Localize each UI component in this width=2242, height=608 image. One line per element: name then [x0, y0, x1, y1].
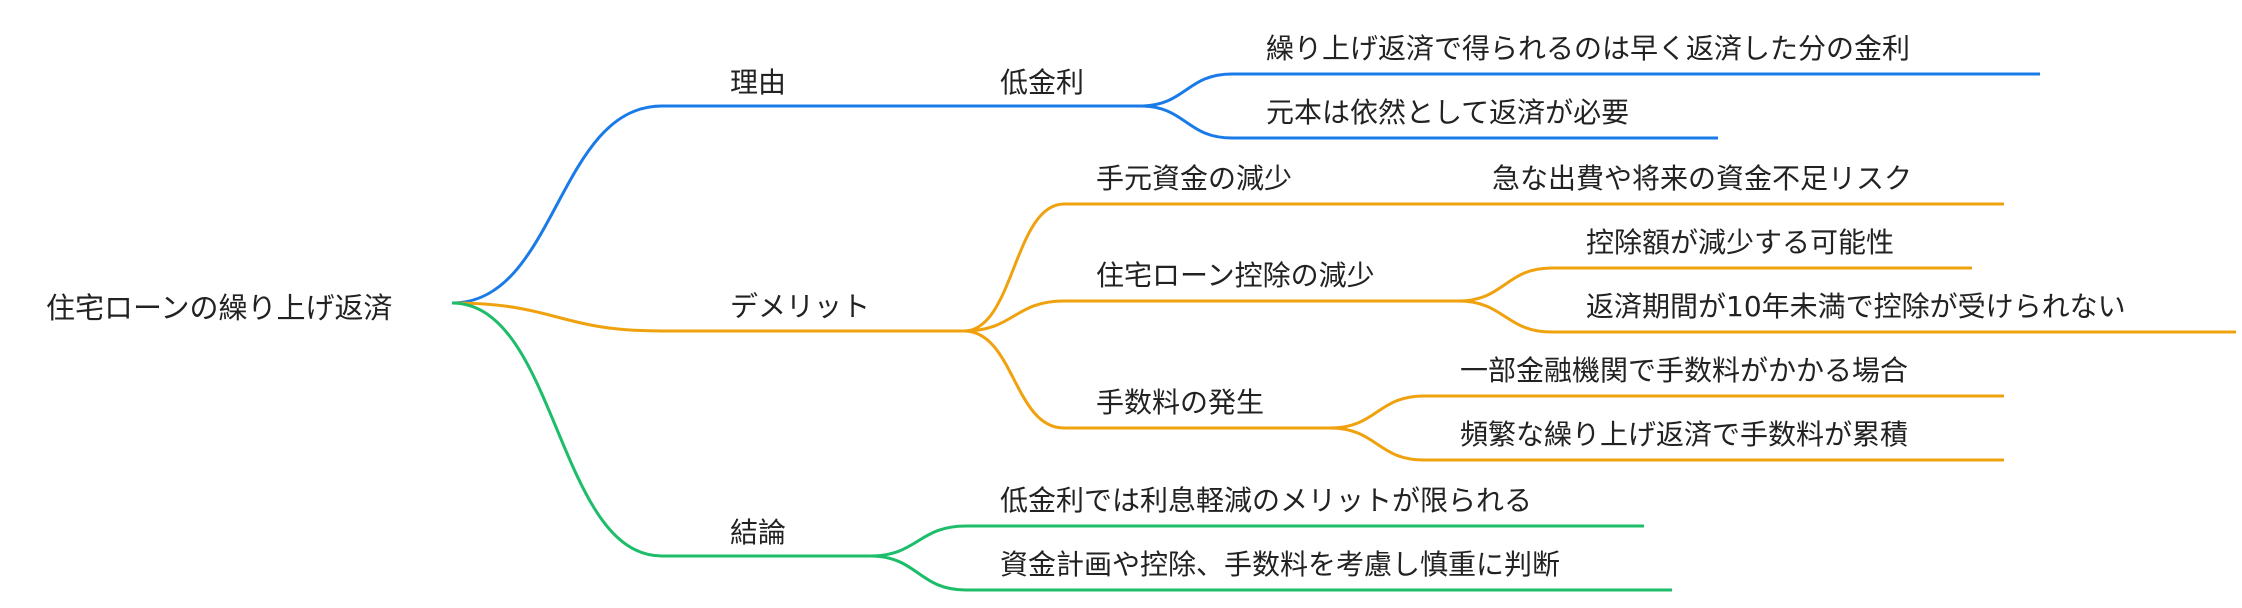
reason-low-interest-label: 低金利 [1000, 66, 1084, 99]
edge-demerit-fee [963, 329, 1065, 430]
edge-demerit-cash [963, 202, 1065, 333]
demerit-fee-label: 手数料の発生 [1096, 386, 1264, 419]
mindmap-labels: 住宅ローンの繰り上げ返済 理由 低金利 繰り上げ返済で得られるのは早く返済した分… [46, 32, 2126, 581]
demerit-deduction-reduction-label: 住宅ローン控除の減少 [1096, 259, 1375, 292]
branch-conclusion-label: 結論 [730, 516, 786, 549]
conclusion-careful-judgement-label: 資金計画や控除、手数料を考慮し慎重に判断 [1000, 548, 1560, 581]
branch-reason-label: 理由 [730, 66, 786, 99]
demerit-deduction-period-label: 返済期間が10年未満で控除が受けられない [1586, 290, 2126, 323]
branch-demerit-label: デメリット [730, 290, 870, 323]
edge-deduction-amount [1457, 266, 1553, 303]
edge-root-reason [451, 104, 663, 305]
edge-conclusion-2 [869, 554, 967, 592]
reason-detail-principal-label: 元本は依然として返済が必要 [1266, 96, 1629, 129]
edge-root-conclusion [451, 301, 663, 558]
mindmap-underlines [662, 72, 2236, 592]
edge-deduction-period [1457, 299, 1553, 334]
edge-reason-detail-2 [1139, 104, 1233, 140]
root-topic-label: 住宅ローンの繰り上げ返済 [46, 291, 393, 325]
mindmap-edges [451, 72, 1553, 592]
demerit-fee-accumulate-label: 頻繁な繰り上げ返済で手数料が累積 [1460, 418, 1908, 451]
demerit-fee-some-banks-label: 一部金融機関で手数料がかかる場合 [1460, 354, 1908, 387]
edge-demerit-deduction [963, 299, 1065, 333]
demerit-cash-risk-label: 急な出費や将来の資金不足リスク [1492, 162, 1912, 195]
edge-root-demerit [451, 301, 663, 333]
edge-fee-accumulate [1329, 426, 1425, 462]
conclusion-limited-merit-label: 低金利では利息軽減のメリットが限られる [1000, 484, 1532, 517]
edge-fee-some-banks [1329, 394, 1425, 430]
edge-conclusion-1 [869, 524, 967, 558]
edge-reason-detail-1 [1139, 72, 1233, 108]
reason-detail-interest-label: 繰り上げ返済で得られるのは早く返済した分の金利 [1266, 32, 1910, 65]
demerit-cash-reduction-label: 手元資金の減少 [1096, 162, 1292, 195]
demerit-deduction-amount-label: 控除額が減少する可能性 [1586, 226, 1894, 259]
